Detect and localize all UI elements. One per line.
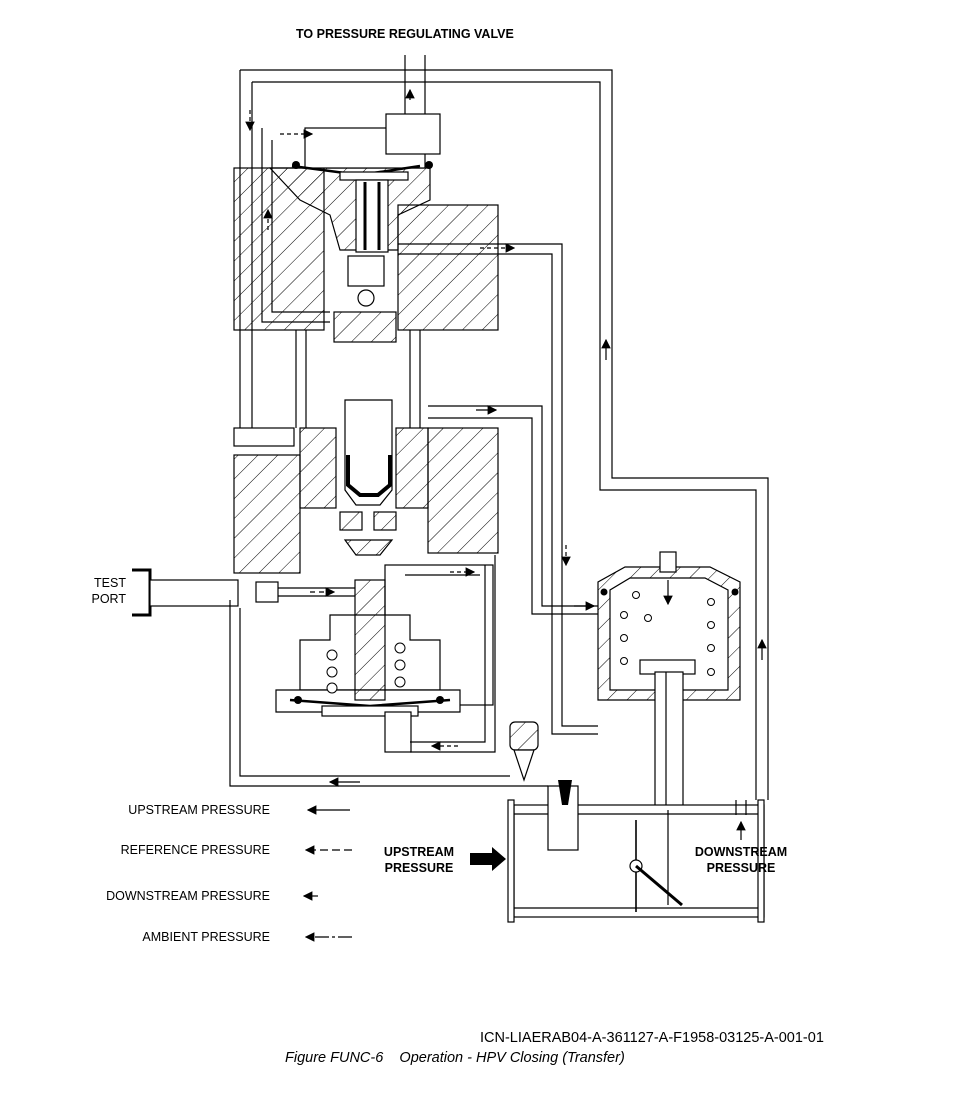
header-title: TO PRESSURE REGULATING VALVE [296, 27, 514, 41]
reference-pressure-valve [597, 551, 741, 811]
downstream-pressure-label: DOWNSTREAM PRESSURE [682, 844, 800, 876]
upstream-flow-arrow [470, 847, 506, 871]
upstream-line2: PRESSURE [384, 861, 454, 875]
relay-valve-body [233, 399, 499, 574]
legend-ambient-label: AMBIENT PRESSURE [142, 930, 270, 944]
upstream-line1: UPSTREAM [383, 845, 455, 859]
lower-actuator-body [275, 564, 494, 753]
test-port-line2: PORT [91, 592, 127, 606]
test-port-fitting [132, 568, 355, 617]
figure-caption: Figure FUNC-6 Operation - HPV Closing (T… [285, 1050, 625, 1066]
upstream-pressure-label: UPSTREAM PRESSURE [370, 844, 468, 876]
pneumatic-lines [229, 55, 769, 840]
legend-downstream-label: DOWNSTREAM PRESSURE [106, 889, 270, 903]
legend-line-samples [302, 805, 352, 942]
legend-reference-label: REFERENCE PRESSURE [120, 843, 270, 857]
test-port-label: TEST PORT [80, 575, 127, 607]
figure-number: Figure FUNC-6 [285, 1050, 384, 1066]
legend-upstream-label: UPSTREAM PRESSURE [128, 803, 270, 817]
test-port-line1: TEST [94, 576, 126, 590]
upper-valve-body [233, 113, 499, 343]
figure-title: Operation - HPV Closing (Transfer) [399, 1050, 625, 1066]
downstream-line2: PRESSURE [706, 861, 776, 875]
inlet-duct [507, 721, 765, 923]
icn-code: ICN-LIAERAB04-A-361127-A-F1958-03125-A-0… [480, 1030, 824, 1046]
downstream-line1: DOWNSTREAM [694, 845, 788, 859]
